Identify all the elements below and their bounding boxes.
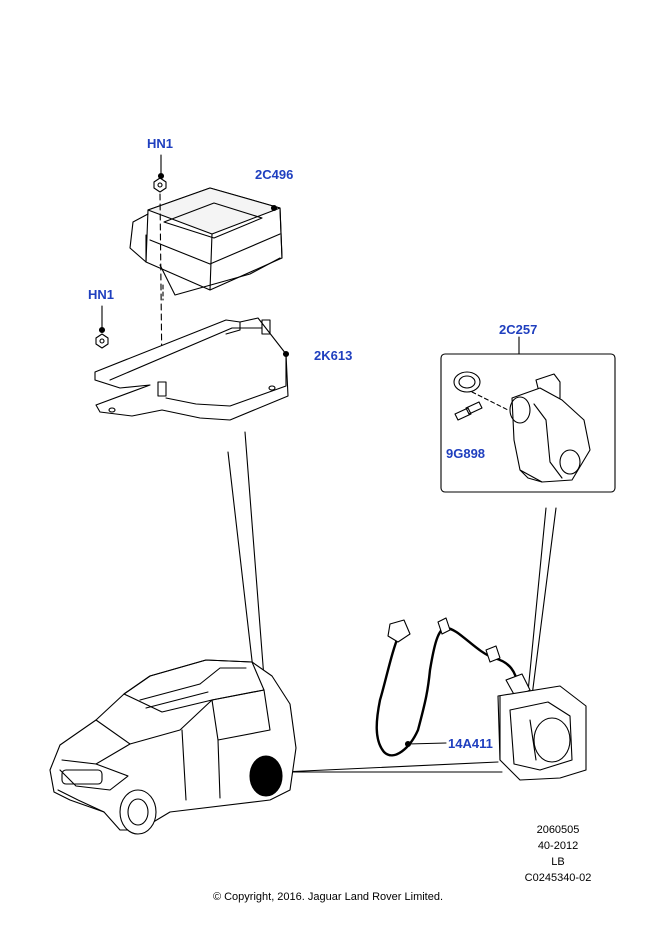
nut-HN1-left[interactable] <box>95 305 109 349</box>
nut-HN1-top[interactable] <box>153 154 167 193</box>
leader-line <box>281 761 499 773</box>
callout-HN1-left[interactable]: HN1 <box>88 287 115 302</box>
callout-9G898[interactable]: 9G898 <box>446 446 486 461</box>
reference-line: 2060505 <box>536 824 580 836</box>
callout-HN1-top[interactable]: HN1 <box>147 136 174 151</box>
actuator-kit-2C257[interactable] <box>440 336 616 493</box>
brake-caliper <box>497 685 587 781</box>
leader-line <box>527 507 547 693</box>
reference-line: 40-2012 <box>537 840 579 852</box>
copyright-notice: © Copyright, 2016. Jaguar Land Rover Lim… <box>212 891 444 903</box>
reference-block: 2060505 40-2012 LB C0245340-02 <box>498 822 618 886</box>
reference-line: LB <box>551 856 565 868</box>
vehicle-illustration <box>49 659 297 835</box>
bracket-2K613[interactable] <box>94 317 290 421</box>
reference-line: C0245340-02 <box>524 872 592 884</box>
callout-14A411[interactable]: 14A411 <box>448 736 493 751</box>
callout-2C257[interactable]: 2C257 <box>499 322 538 337</box>
leader-line <box>531 507 557 697</box>
callout-2C496[interactable]: 2C496 <box>255 167 294 182</box>
control-module-2C496[interactable] <box>129 187 283 301</box>
callout-2K613[interactable]: 2K613 <box>314 348 353 363</box>
